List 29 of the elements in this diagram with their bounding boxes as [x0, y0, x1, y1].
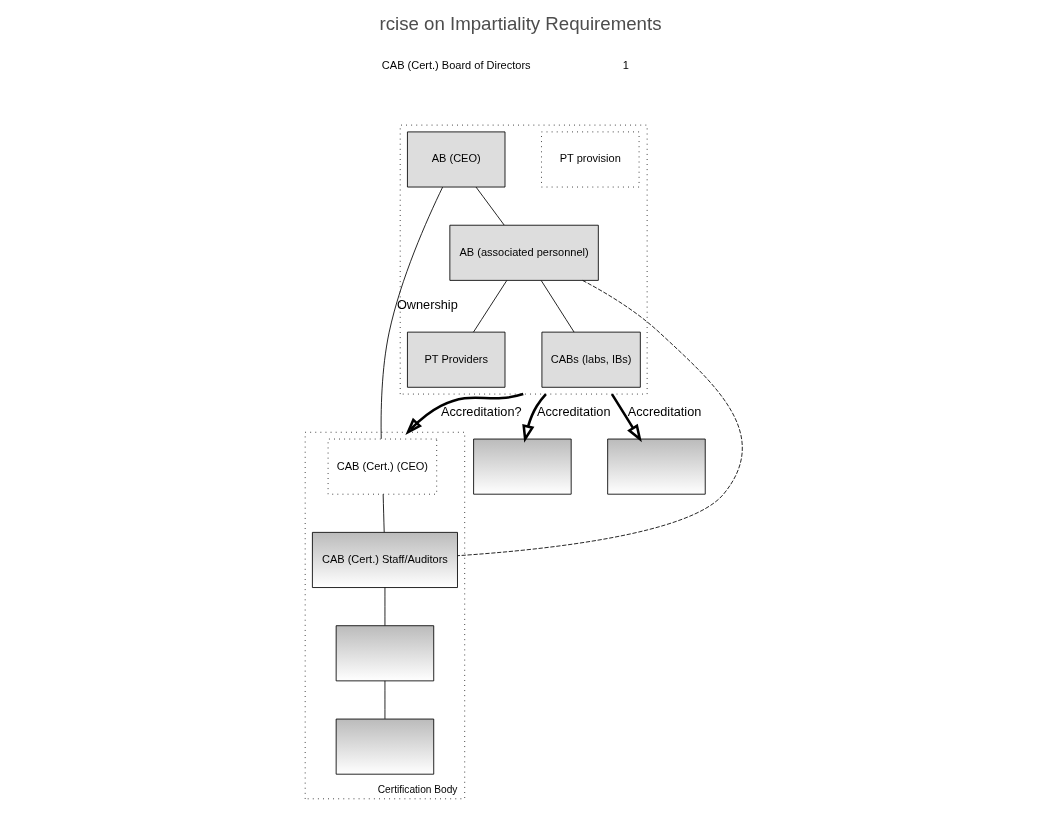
connector — [472, 280, 507, 333]
connector — [384, 587, 385, 626]
node-box: CABs (labs, IBs) — [541, 331, 641, 388]
node-box — [472, 438, 572, 495]
edge-label: Accreditation? — [440, 404, 522, 420]
node-box: CAB (Cert.) (CEO) — [327, 438, 437, 495]
edge-label: Accreditation — [627, 404, 701, 420]
connector — [380, 186, 443, 440]
node-box: AB (associated personnel) — [448, 224, 599, 281]
edge-label: Ownership — [396, 297, 458, 313]
diagram-title: rcise on Impartiality Requirements — [378, 12, 662, 34]
node-box: CAB (Cert.) Staff/Auditors — [311, 531, 458, 588]
node-box: PT Providers — [406, 331, 505, 388]
arrow — [404, 392, 524, 436]
node-box — [335, 625, 434, 682]
arrow — [610, 393, 642, 443]
connector — [540, 280, 574, 333]
arrow — [521, 393, 547, 443]
label: 1 — [622, 59, 629, 72]
node-box — [606, 438, 706, 495]
cluster — [399, 124, 648, 395]
connector — [456, 280, 743, 557]
edge-label: Accreditation — [536, 404, 610, 420]
node-box: PT provision — [540, 131, 639, 188]
connector — [475, 186, 505, 226]
node-box: AB (CEO) — [406, 131, 505, 188]
connector — [382, 493, 385, 533]
label: CAB (Cert.) Board of Directors — [381, 59, 531, 72]
node-box — [335, 718, 434, 775]
